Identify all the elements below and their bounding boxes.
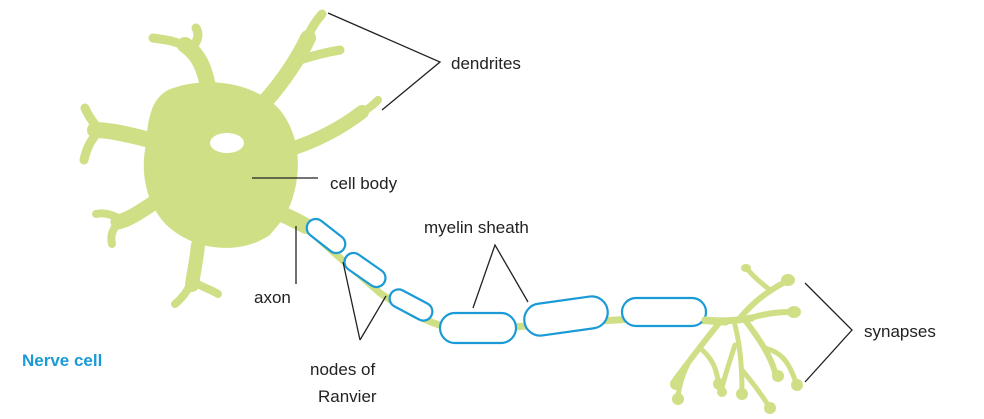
label-cell-body: cell body	[330, 174, 398, 193]
synapses-leader	[805, 283, 852, 382]
neuron	[84, 14, 803, 414]
myelin-leader	[473, 245, 528, 308]
cell-body-shape	[84, 14, 378, 304]
myelin-segment-5	[522, 294, 610, 337]
caption-nerve-cell: Nerve cell	[22, 351, 102, 370]
label-dendrites: dendrites	[451, 54, 521, 73]
label-nodes-line1: nodes of	[310, 360, 375, 379]
myelin-segment-3	[386, 286, 435, 323]
myelin-segment-6	[622, 298, 706, 326]
myelin-segment-1	[303, 215, 349, 256]
label-synapses: synapses	[864, 322, 936, 341]
nodes-leader-right	[360, 296, 386, 340]
nucleus	[210, 133, 244, 153]
label-axon: axon	[254, 288, 291, 307]
soma	[144, 82, 298, 248]
dendrites-leader	[328, 13, 440, 110]
axon-terminals	[675, 270, 795, 405]
myelin-segment-4	[440, 313, 516, 343]
label-myelin-sheath: myelin sheath	[424, 218, 529, 237]
label-nodes-line2: Ranvier	[318, 387, 377, 406]
